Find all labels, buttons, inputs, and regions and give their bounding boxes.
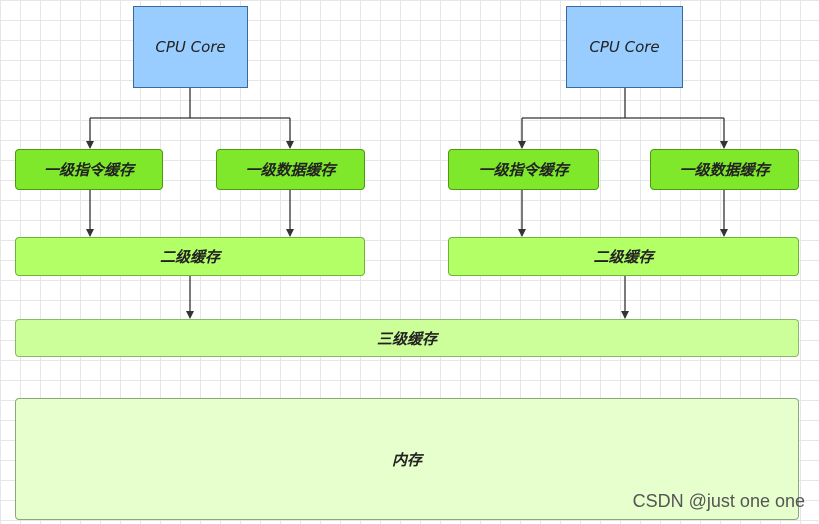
l3-cache: 三级缓存 bbox=[15, 319, 799, 357]
l2-cache-right-label: 二级缓存 bbox=[593, 248, 654, 266]
l1-instruction-cache-left-label: 一级指令缓存 bbox=[43, 161, 134, 179]
l1-data-cache-right-label: 一级数据缓存 bbox=[679, 161, 770, 179]
l1-instruction-cache-right: 一级指令缓存 bbox=[448, 149, 599, 190]
l2-cache-left-label: 二级缓存 bbox=[159, 248, 220, 266]
cpu-core-right: CPU Core bbox=[566, 6, 683, 88]
l1-instruction-cache-right-label: 一级指令缓存 bbox=[478, 161, 569, 179]
l1-instruction-cache-left: 一级指令缓存 bbox=[15, 149, 163, 190]
l1-data-cache-left-label: 一级数据缓存 bbox=[245, 161, 336, 179]
cpu-core-left: CPU Core bbox=[133, 6, 248, 88]
l2-cache-left: 二级缓存 bbox=[15, 237, 365, 276]
l1-data-cache-left: 一级数据缓存 bbox=[216, 149, 365, 190]
l2-cache-right: 二级缓存 bbox=[448, 237, 799, 276]
main-memory-label: 内存 bbox=[391, 450, 422, 469]
csdn-watermark: CSDN @just one one bbox=[632, 491, 805, 511]
cpu-core-right-label: CPU Core bbox=[589, 38, 660, 56]
l1-data-cache-right: 一级数据缓存 bbox=[650, 149, 799, 190]
l3-cache-label: 三级缓存 bbox=[376, 329, 437, 348]
main-memory: 内存 bbox=[15, 398, 799, 520]
cpu-core-left-label: CPU Core bbox=[155, 38, 226, 56]
